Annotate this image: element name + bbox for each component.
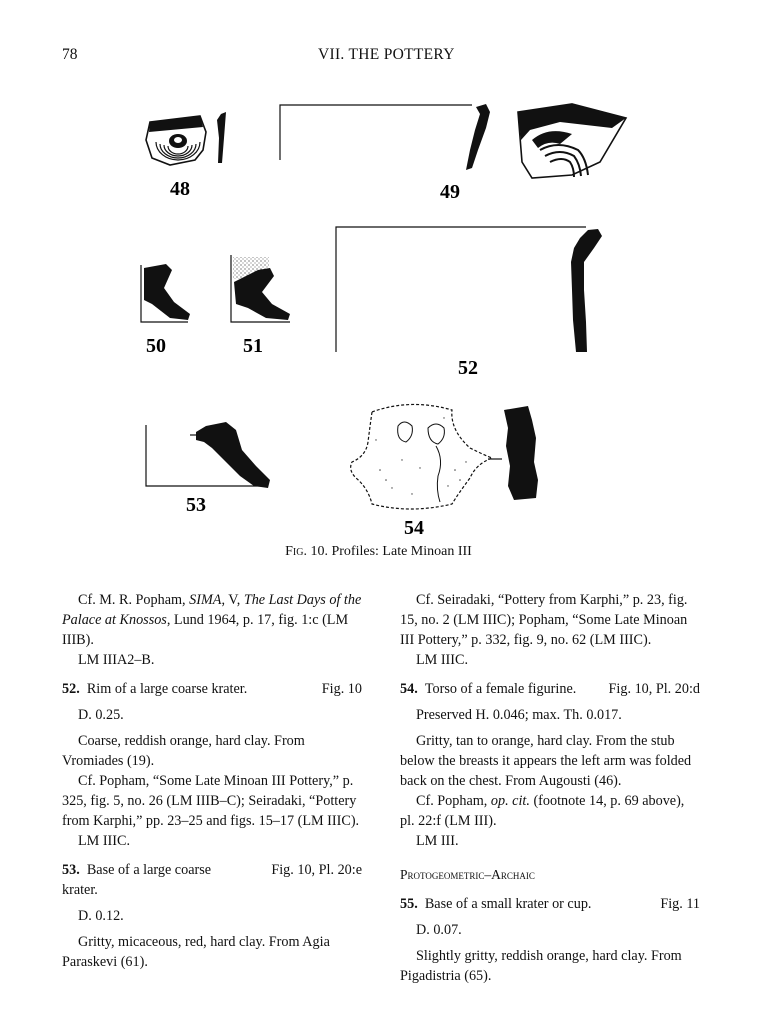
paragraph-seiradaki-ref: Cf. Seiradaki, “Pottery from Karphi,” p.… [400,592,688,648]
sherd-51-profile [234,268,290,320]
sherd-52-diameter-line [335,226,586,352]
catalog-entry-53-heading: 53. Base of a large coarse krater. Fig. … [62,862,362,898]
catalog-entry-52-heading: 52. Rim of a large coarse krater. Fig. 1… [62,681,362,697]
catalog-entry-52-dimension: D. 0.25. [78,707,124,723]
catalog-entry-55-heading: 55. Base of a small krater or cup. Fig. … [400,896,700,912]
figure-label-53: 53 [186,494,206,516]
sherd-52-profile [571,229,602,352]
catalog-entry-54-description: Gritty, tan to orange, hard clay. From t… [400,733,692,789]
figure-label-48: 48 [170,178,190,200]
sherd-49-diameter-line [279,104,472,160]
figure-label-49: 49 [440,181,460,203]
date-label: LM IIIA2–B. [78,652,155,668]
catalog-entry-55-description: Slightly gritty, reddish orange, hard cl… [400,948,682,984]
sherd-50-profile [144,264,190,320]
figure-caption-text: Profiles: Late Minoan III [331,544,472,559]
paragraph-popham-ref: Cf. M. R. Popham, SIMA, V, The Last Days… [62,592,362,648]
figure-label-50: 50 [146,335,166,357]
catalog-entry-53-dimension: D. 0.12. [78,908,124,924]
pottery-profiles-figure: 48 49 50 51 52 53 54 [140,103,628,539]
figure-label-51: 51 [243,335,263,357]
catalog-entry-52-description: Coarse, reddish orange, hard clay. From … [62,733,305,769]
sherd-50-axis [140,265,188,323]
sherd-49-drawing [517,103,628,179]
catalog-entry-53-description: Gritty, micaceous, red, hard clay. From … [62,934,330,970]
figure-label-52: 52 [458,357,478,379]
left-column: Cf. M. R. Popham, SIMA, V, The Last Days… [62,590,362,972]
figure-label-54: 54 [404,517,424,539]
right-column: Cf. Seiradaki, “Pottery from Karphi,” p.… [400,590,700,986]
date-label: LM IIIC. [416,652,469,668]
page-number: 78 [62,46,78,63]
catalog-entry-52-date: LM IIIC. [78,833,131,849]
catalog-entry-52-comparanda: Cf. Popham, “Some Late Minoan III Potter… [62,773,360,829]
sherd-53-axis [145,425,268,487]
catalog-entry-54-date: LM III. [416,833,459,849]
sherd-48-drawing [145,115,207,166]
sherd-51-axis [230,255,290,323]
running-head: VII. THE POTTERY [318,46,455,63]
catalog-entry-55-dimension: D. 0.07. [416,922,462,938]
section-heading: Protogeometric–Archaic [400,867,535,882]
figurine-54-drawing [350,403,494,510]
catalog-entry-54-comparanda: Cf. Popham, op. cit. (footnote 14, p. 69… [400,793,685,829]
catalog-entry-54-heading: 54. Torso of a female figurine. Fig. 10,… [400,681,700,697]
sherd-48-profile [217,112,226,163]
figure-caption-prefix: Fig. 10. [285,544,328,559]
figure-caption: Fig. 10. Profiles: Late Minoan III [0,544,757,560]
sherd-53-profile [196,422,270,488]
sherd-49-profile [466,104,490,170]
page-header: 78 VII. THE POTTERY [62,46,702,70]
figurine-54-profile [504,406,538,500]
catalog-entry-54-dimension: Preserved H. 0.046; max. Th. 0.017. [416,707,622,723]
